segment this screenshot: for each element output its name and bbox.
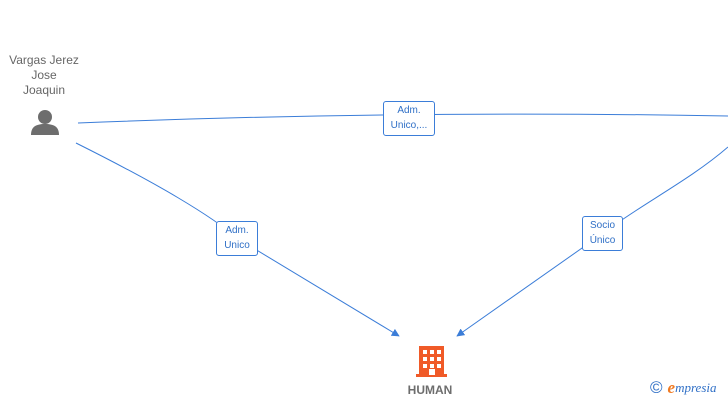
person-name[interactable]: Vargas Jerez Jose Joaquin bbox=[0, 53, 88, 98]
empresia-logo: © e mpresia bbox=[650, 378, 716, 398]
edge-label-line: Unico bbox=[224, 240, 250, 251]
edge-label-line: Socio bbox=[589, 220, 615, 231]
copyright-symbol: © bbox=[650, 378, 663, 397]
brand-name: mpresia bbox=[675, 380, 717, 395]
company-building-icon[interactable] bbox=[416, 346, 447, 377]
edge-label-line: Adm. bbox=[397, 105, 421, 116]
person-icon[interactable] bbox=[31, 110, 59, 135]
edge-label-line: Único bbox=[589, 235, 616, 246]
edge-label-line: Adm. bbox=[225, 225, 249, 236]
person-name-line: Joaquin bbox=[22, 83, 66, 97]
person-name-line: Jose bbox=[31, 68, 57, 82]
edge-label-line: Unico,... bbox=[390, 120, 428, 131]
brand-initial: e bbox=[667, 378, 676, 397]
edge-label-socio-unico[interactable]: Socio Único bbox=[582, 216, 623, 251]
edge-label-adm-unico-top[interactable]: Adm. Unico,... bbox=[383, 101, 435, 136]
edge-label-adm-unico-left[interactable]: Adm. Unico bbox=[216, 221, 258, 256]
company-name[interactable]: HUMAN bbox=[407, 383, 453, 397]
person-name-line: Vargas Jerez bbox=[9, 53, 79, 67]
